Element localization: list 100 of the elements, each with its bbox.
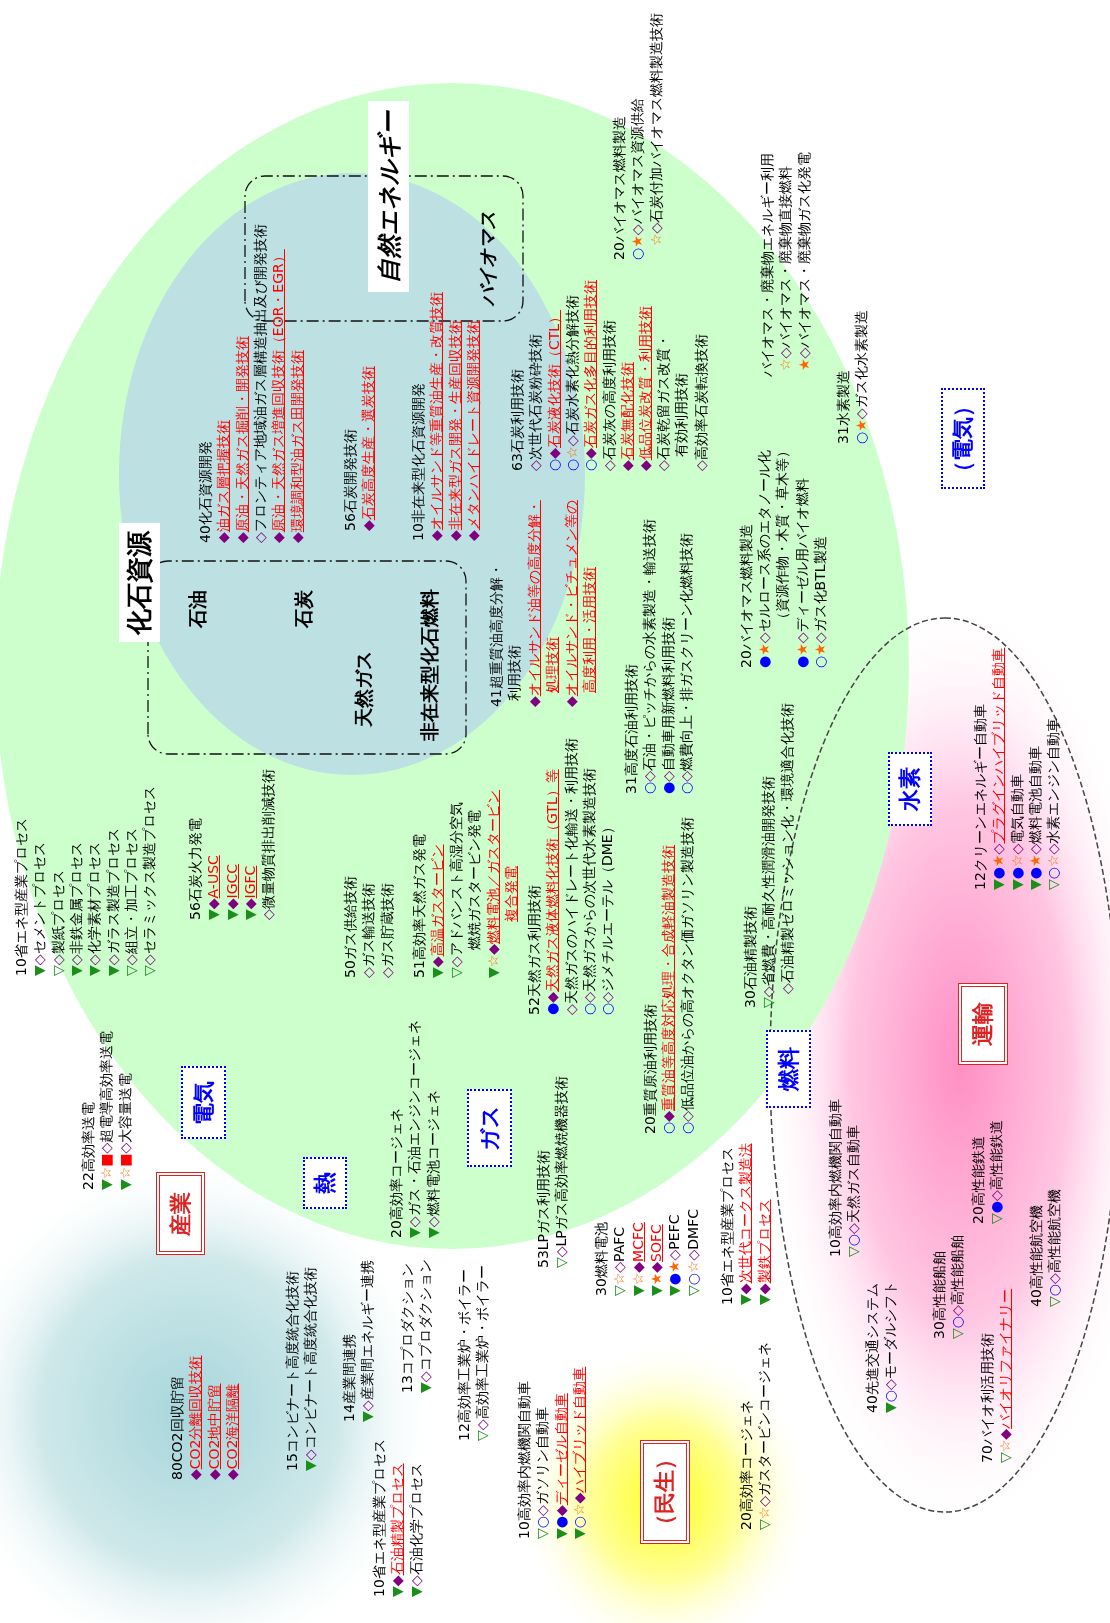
- category-box: 水素: [888, 752, 932, 826]
- technology-item: ◆メタンハイドレート資源開発技術: [463, 320, 482, 541]
- heading-box: 化石資源: [119, 523, 160, 642]
- technology-item: ▼◇ガラス製造プロセス: [103, 828, 122, 976]
- technology-item: ▼○◇モーダルシフト: [881, 1281, 900, 1413]
- box-label: バイオマス: [476, 211, 498, 306]
- category-box: 熱: [303, 1157, 347, 1209]
- technology-item: ▼◆石油精製プロセス: [388, 1463, 407, 1597]
- group-heading: 56石炭開発技術: [341, 429, 359, 531]
- group-heading: 10高効率内燃機関自動車: [826, 1099, 844, 1257]
- sector-box: 産業: [156, 1172, 205, 1255]
- group-heading: 20高効率コージェネ: [737, 1400, 755, 1530]
- group-heading: 30燃料電池: [592, 1222, 610, 1296]
- category-box: 電気: [181, 1066, 226, 1139]
- group-heading: 20バイオマス燃料製造: [737, 524, 755, 668]
- category-box: （電気）: [941, 388, 985, 489]
- technology-item: ○◆石炭ガス化多目的利用技術: [581, 280, 600, 471]
- technology-item: ◇石炭乾留ガス改質・有効利用技術: [654, 334, 691, 471]
- group-heading: 31水素製造: [834, 370, 852, 444]
- technology-item: ◆CO2海洋隔離: [222, 1383, 241, 1480]
- category-box: ガス: [467, 1089, 512, 1167]
- technology-item: ◇高効率石炭転換技術: [691, 334, 710, 471]
- technology-item: ★◇バイオマス・廃棄物ガス化発電: [794, 151, 813, 371]
- group-heading: バイオマス・廃棄物エネルギー利用: [758, 153, 776, 377]
- group-heading: 70バイオ利活用技術: [978, 1333, 996, 1463]
- technology-item: ◇ガス輸送技術: [359, 883, 378, 978]
- technology-item: ▽☆◇ガスタービンコージェネ: [755, 1341, 774, 1530]
- technology-item: ◆オイルサンド等重質油生産・改質技術: [427, 292, 446, 541]
- technology-item: ◇ガス貯蔵技術: [377, 883, 396, 978]
- technology-item: ●◇自動車用新燃料利用技術: [658, 617, 677, 794]
- group-heading: 80CO2回収貯留: [168, 1376, 186, 1480]
- group-heading: 20重質原油利用技術: [641, 1004, 659, 1134]
- technology-item: ◇石炭灰の高度利用技術: [599, 320, 618, 471]
- technology-item: ▽◇組立・加工プロセス: [121, 828, 140, 976]
- technology-item: ◇次世代石炭粉砕技術: [526, 334, 545, 471]
- technology-item: ○◇低品位油からの高オクタン価ガソリン製造技術: [677, 817, 696, 1134]
- technology-item: ▽○◇高性能航空機: [1045, 1189, 1064, 1307]
- technology-item: ▼★◆SOFC: [646, 1224, 665, 1296]
- technology-item: ◇フロンティア地域油ガス層構造抽出及び開発技術: [250, 224, 269, 543]
- technology-item: ◆原油・天然ガス掘削・開発技術: [232, 336, 251, 543]
- technology-item: ▼◇産業間エネルギー連携: [358, 1260, 377, 1422]
- sector-box: 運輸: [958, 983, 1008, 1065]
- technology-item: ◆環境調和型油ガス田開発技術: [287, 350, 306, 543]
- technology-item: ▼◆高温ガスタービン: [428, 844, 447, 978]
- technology-item: ▽◇アドバンスト高湿分空気燃焼ガスタービン発電: [446, 802, 483, 978]
- group-heading: 56石炭火力発電: [186, 818, 204, 920]
- technology-item: ◆CO2地中貯留: [204, 1383, 223, 1480]
- technology-item: ◆油ガス層把握技術: [214, 420, 233, 543]
- technology-item: ▼◇非鉄金属プロセス: [66, 842, 85, 976]
- technology-item: ◆オイルサンド油等の高度分解・処理技術: [524, 500, 561, 707]
- technology-item: ▼☆■◇大容量送電: [115, 1072, 134, 1190]
- group-heading: 31高度石油利用技術: [622, 664, 640, 794]
- technology-item: ◆石炭高度生産・選炭技術: [359, 366, 378, 531]
- technology-item: ▼☆◆燃料電池／ガスタービン複合発電: [484, 789, 521, 978]
- group-heading: 20高性能鉄道: [969, 1136, 987, 1224]
- group-heading: 40高性能航空機: [1027, 1205, 1045, 1307]
- technology-item: ▽◇高効率工業炉・ボイラー: [473, 1265, 492, 1441]
- technology-item: ○◇天然ガスからの次世代水素製造技術: [579, 768, 598, 1015]
- technology-item: ▽◇製紙プロセス: [48, 870, 67, 976]
- group-heading: 50ガス供給技術: [341, 876, 359, 978]
- technology-item: ◆石炭無配化技術: [617, 362, 636, 471]
- technology-item: ▼◆製鉄プロセス: [754, 1199, 773, 1305]
- group-heading: 20高効率コージェネ: [387, 1108, 405, 1238]
- group-heading: 10非在来型化石資源開発: [409, 383, 427, 541]
- technology-item: ▼◆A-USC: [204, 855, 223, 920]
- group-heading: 63石炭利用技術: [508, 369, 526, 471]
- technology-item: ▽○◇天然ガス自動車: [844, 1125, 863, 1257]
- group-heading: 22高効率送電: [79, 1102, 97, 1190]
- box-label: 天然ガス: [352, 651, 374, 727]
- technology-item: ▼◆IGFC: [240, 865, 259, 920]
- technology-item: ▽◇セラミックス製造プロセス: [140, 786, 159, 976]
- technology-item: ▽☆◆バイオリファイナリー: [996, 1288, 1015, 1463]
- technology-item: ○★◇バイオマス資源供給: [628, 98, 647, 260]
- technology-item: ▽◇LPガス高効率燃焼機器技術: [552, 1076, 571, 1268]
- group-heading: 52天然ガス利用技術: [525, 885, 543, 1015]
- technology-item: ◇微量物質排出削減技術: [259, 769, 278, 920]
- technology-item: ▼☆■◇超電導高効率送電: [97, 1030, 116, 1190]
- box-label: 石油: [186, 590, 208, 628]
- technology-item: ○★◇ガス化水素製造: [852, 310, 871, 444]
- group-heading: 10省エネ型産業プロセス: [370, 1439, 388, 1597]
- technology-item: ▽☆◇PAFC: [610, 1226, 629, 1296]
- group-heading: 13コプロダクション: [398, 1263, 416, 1393]
- technology-item: ▼◇ガス・石油エンジンコージェネ: [405, 1020, 424, 1238]
- technology-item: ◇石油精製ゼロミッション化・環境適合化技術: [777, 703, 796, 994]
- technology-item: ☆◇バイオマス・廃棄物直接燃料: [776, 165, 795, 371]
- technology-item: ●◆天然ガス液体燃料化技術（GTL）等: [543, 769, 562, 1015]
- group-heading: 40化石資源開発: [196, 441, 214, 543]
- technology-item: ▽○◇ガソリン自動車: [533, 1407, 552, 1539]
- technology-item: ▽○☆◇DMFC: [683, 1208, 702, 1296]
- box-label: 非在来型化石燃料: [418, 589, 440, 741]
- technology-item: ▼◇化学素材プロセス: [85, 842, 104, 976]
- box-label: 石炭: [292, 590, 314, 628]
- technology-item: ▽◇省燃費・高耐久性潤滑油開発技術: [759, 776, 778, 1008]
- group-heading: 14産業間連携: [340, 1334, 358, 1422]
- technology-item: ▼◇セメントプロセス: [30, 842, 49, 976]
- group-heading: 20バイオマス燃料製造: [610, 116, 628, 260]
- technology-item: ◆オイルサンド・ビチュメン等の高度利用・活用技術: [562, 500, 598, 707]
- technology-item: ●★◇セルロース系のエタノール化（資源作物・木質・草木等）: [755, 444, 792, 668]
- group-heading: 10省エネ型産業プロセス: [12, 818, 30, 976]
- technology-item: ▼●☆◇電気自動車: [1007, 773, 1026, 890]
